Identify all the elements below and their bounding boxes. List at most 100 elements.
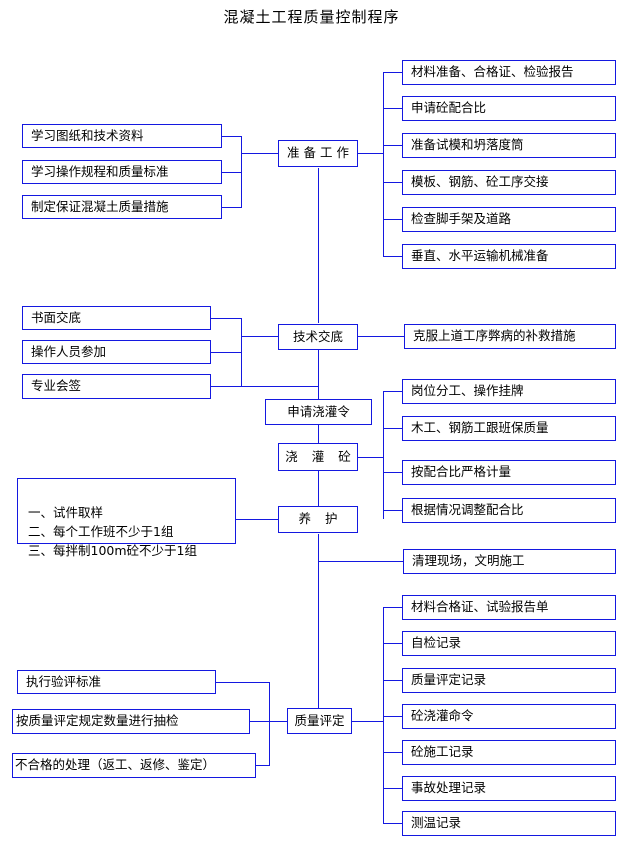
prep-input-label-1: 学习图纸和技术资料 [31, 127, 144, 143]
prep-output-label-2: 申请砼配合比 [411, 100, 487, 116]
prep-input-box-2[interactable]: 学习操作规程和质量标准 [22, 160, 222, 184]
connector-pour-right-stem [357, 457, 383, 458]
connector-curing-in-1 [236, 519, 278, 520]
tech-input-box-2[interactable]: 操作人员参加 [22, 340, 211, 364]
pour-output-label-1: 岗位分工、操作挂牌 [411, 383, 524, 399]
connector-pour-out-3 [383, 472, 402, 473]
qa-output-box-2[interactable]: 自检记录 [402, 631, 616, 656]
connector-prep-out-2 [383, 108, 402, 109]
connector-prep-right-stem [357, 153, 383, 154]
qa-output-box-6[interactable]: 事故处理记录 [402, 776, 616, 801]
tech-input-label-2: 操作人员参加 [31, 343, 107, 359]
connector-qa-out-1 [383, 607, 402, 608]
connector-qa-in-3 [256, 765, 270, 766]
prep-output-box-3[interactable]: 准备试模和坍落度筒 [402, 133, 616, 158]
stage-node-quality-assessment-label: 质量评定 [294, 712, 345, 728]
connector-qa-out-3 [383, 680, 402, 681]
qa-input-label-2: 按质量评定规定数量进行抽检 [16, 713, 179, 729]
prep-output-label-1: 材料准备、合格证、检验报告 [411, 64, 574, 80]
pour-output-box-4[interactable]: 根据情况调整配合比 [402, 498, 616, 523]
connector-pour-out-1 [383, 391, 402, 392]
connector-qa-out-7 [383, 823, 402, 824]
qa-output-label-6: 事故处理记录 [411, 780, 487, 796]
qa-input-box-3[interactable]: 不合格的处理（返工、返修、鉴定） [12, 753, 256, 778]
prep-output-box-5[interactable]: 检查脚手架及道路 [402, 207, 616, 232]
connector-qa-right-stem [352, 721, 383, 722]
connector-pour-right-bus [383, 391, 384, 519]
stage-node-curing-label: 养 护 [298, 511, 343, 527]
connector-spine-prep-to-tech [318, 168, 319, 323]
prep-output-label-6: 垂直、水平运输机械准备 [411, 248, 549, 264]
prep-output-box-2[interactable]: 申请砼配合比 [402, 96, 616, 121]
connector-qa-out-4 [383, 716, 402, 717]
qa-output-box-5[interactable]: 砼施工记录 [402, 740, 616, 765]
curing-output-box-1[interactable]: 清理现场，文明施工 [403, 549, 616, 574]
stage-node-preparation[interactable]: 准 备 工 作 [278, 140, 358, 167]
connector-prep-left-stem [241, 153, 279, 154]
stage-node-pour-permit[interactable]: 申请浇灌令 [265, 399, 372, 425]
pour-output-label-4: 根据情况调整配合比 [411, 502, 524, 518]
prep-output-label-3: 准备试模和坍落度筒 [411, 137, 524, 153]
prep-input-box-3[interactable]: 制定保证混凝土质量措施 [22, 195, 222, 219]
qa-output-label-1: 材料合格证、试验报告单 [411, 599, 549, 615]
connector-tech-in-1 [211, 318, 242, 319]
curing-input-box-1[interactable]: 一、试件取样 二、每个工作班不少于1组 三、每拌制100m砼不少于1组 [17, 478, 236, 558]
connector-curing-out-1 [318, 561, 403, 562]
connector-tech-in-3 [211, 386, 319, 387]
connector-qa-out-6 [383, 788, 402, 789]
prep-output-box-6[interactable]: 垂直、水平运输机械准备 [402, 244, 616, 269]
stage-node-preparation-label: 准 备 工 作 [287, 145, 349, 161]
connector-qa-out-5 [383, 752, 402, 753]
stage-node-curing[interactable]: 养 护 [278, 506, 358, 533]
connector-qa-right-bus [383, 607, 384, 823]
tech-input-label-3: 专业会签 [31, 378, 82, 394]
curing-input-label-1: 一、试件取样 二、每个工作班不少于1组 三、每拌制100m砼不少于1组 [28, 505, 197, 558]
prep-output-label-5: 检查脚手架及道路 [411, 211, 512, 227]
connector-prep-out-4 [383, 182, 402, 183]
tech-input-box-3[interactable]: 专业会签 [22, 374, 211, 399]
qa-output-box-3[interactable]: 质量评定记录 [402, 668, 616, 693]
qa-output-box-7[interactable]: 测温记录 [402, 811, 616, 836]
qa-output-label-2: 自检记录 [411, 635, 462, 651]
connector-tech-out-1 [357, 336, 404, 337]
connector-prep-out-3 [383, 145, 402, 146]
tech-output-label-1: 克服上道工序弊病的补救措施 [413, 328, 576, 344]
tech-output-box-1[interactable]: 克服上道工序弊病的补救措施 [404, 324, 616, 349]
connector-pour-out-2 [383, 428, 402, 429]
prep-output-box-4[interactable]: 模板、钢筋、砼工序交接 [402, 170, 616, 195]
tech-input-box-1[interactable]: 书面交底 [22, 306, 211, 330]
connector-prep-out-1 [383, 72, 402, 73]
connector-prep-in-1 [222, 136, 242, 137]
pour-output-box-1[interactable]: 岗位分工、操作挂牌 [402, 379, 616, 404]
prep-output-label-4: 模板、钢筋、砼工序交接 [411, 174, 549, 190]
connector-qa-out-2 [383, 643, 402, 644]
connector-tech-in-2 [211, 352, 242, 353]
connector-spine-tech-to-permit [318, 350, 319, 400]
qa-output-box-1[interactable]: 材料合格证、试验报告单 [402, 595, 616, 620]
prep-input-box-1[interactable]: 学习图纸和技术资料 [22, 124, 222, 148]
prep-output-box-1[interactable]: 材料准备、合格证、检验报告 [402, 60, 616, 85]
pour-output-box-3[interactable]: 按配合比严格计量 [402, 460, 616, 485]
qa-input-box-1[interactable]: 执行验评标准 [17, 670, 216, 694]
connector-spine-pour-to-curing [318, 471, 319, 514]
connector-qa-in-1 [216, 682, 270, 683]
qa-input-box-2[interactable]: 按质量评定规定数量进行抽检 [12, 709, 250, 734]
stage-node-quality-assessment[interactable]: 质量评定 [287, 708, 352, 734]
stage-node-pour-concrete[interactable]: 浇 灌 砼 [278, 443, 358, 471]
pour-output-box-2[interactable]: 木工、钢筋工跟班保质量 [402, 416, 616, 441]
qa-output-label-7: 测温记录 [411, 815, 462, 831]
prep-input-label-3: 制定保证混凝土质量措施 [31, 198, 169, 214]
connector-spine-curing-to-qa [318, 534, 319, 720]
qa-output-label-3: 质量评定记录 [411, 672, 487, 688]
stage-node-pour-permit-label: 申请浇灌令 [287, 403, 350, 419]
tech-input-label-1: 书面交底 [31, 309, 82, 325]
qa-output-box-4[interactable]: 砼浇灌命令 [402, 704, 616, 729]
connector-prep-out-6 [383, 256, 402, 257]
connector-pour-out-4 [383, 510, 402, 511]
stage-node-technical-disclosure[interactable]: 技术交底 [278, 324, 358, 350]
pour-output-label-3: 按配合比严格计量 [411, 464, 512, 480]
curing-output-label-1: 清理现场，文明施工 [412, 553, 525, 569]
connector-qa-in-2 [250, 721, 270, 722]
page-title: 混凝土工程质量控制程序 [223, 8, 400, 26]
